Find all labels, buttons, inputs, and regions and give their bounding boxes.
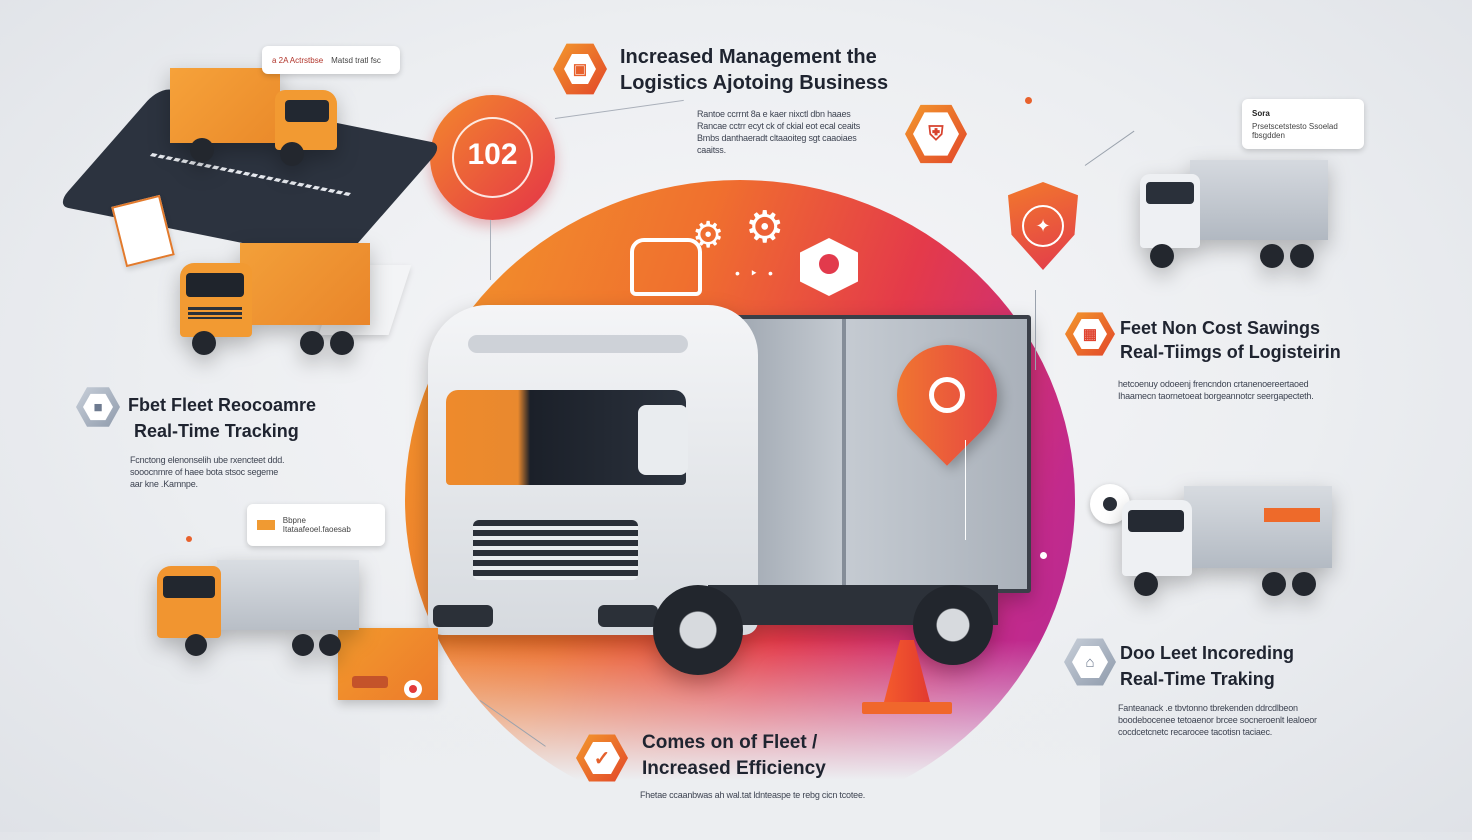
shield-badge: ⛨ — [905, 104, 967, 164]
truck-icon — [180, 243, 370, 355]
dots-icon: • ‣ • — [735, 265, 776, 281]
accent-dot — [1040, 552, 1047, 559]
gear-icon: ⚙ — [745, 203, 785, 252]
top-paragraph: Rantoe ccrrnt 8a e kaer nixctl dbn haaes… — [697, 109, 861, 155]
checkmark-icon: ✓ — [584, 742, 620, 774]
right-section2-heading: Doo Leet Incoreding Real-Time Traking — [1120, 643, 1295, 689]
left-card-mid: Bbpne Itataafeoel.faoesab — [247, 504, 385, 546]
fleet-icon: ■ — [83, 393, 113, 421]
grille — [473, 520, 638, 580]
truck-icon — [1140, 160, 1328, 268]
truck-icon — [1122, 486, 1332, 596]
left-section-paragraph: Fcnctong elenonselih ube rxencteet ddd. … — [130, 455, 285, 489]
right-section1-paragraph: hetcoenuy odoeenj frencndon crtanenoeree… — [1118, 379, 1314, 401]
bottom-paragraph: Fhetae ccaanbwas ah wal.tat ldnteaspe te… — [640, 790, 866, 800]
warehouse-icon — [630, 238, 702, 296]
left-card-top: a 2A Actrstbse Matsd tratl fsc — [262, 46, 400, 74]
truck-cab — [428, 305, 758, 635]
shield-icon: ⛨ — [913, 112, 959, 156]
background-fade — [380, 640, 1100, 840]
warehouse-icon: ⌂ — [1072, 646, 1108, 678]
counter-value: 102 — [467, 138, 518, 171]
connector-line — [1084, 130, 1135, 166]
right-section1-heading: Feet Non Cost Sawings Real-Tiimgs of Log… — [1120, 318, 1341, 362]
warehouse-icon: ▣ — [564, 53, 596, 85]
accent-dot — [1025, 97, 1032, 104]
shield-icon: ✦ — [1022, 205, 1064, 247]
connector-line — [490, 220, 491, 280]
connector-line — [1035, 290, 1036, 370]
left-section-heading: Fbet Fleet Reocoamre Real-Time Tracking — [128, 395, 317, 441]
connector-line — [965, 440, 966, 540]
box-icon — [800, 238, 858, 296]
top-heading-line2: Logistics Ajotoing Business — [620, 72, 889, 94]
truck-icon — [157, 560, 359, 658]
central-truck — [408, 295, 1033, 705]
gear-icon: ⚙ — [692, 214, 725, 255]
counter-circle: 102 — [430, 95, 555, 220]
wheel — [913, 585, 993, 665]
package-box — [338, 628, 438, 700]
wheel — [653, 585, 743, 675]
connector-line — [554, 99, 684, 119]
security-shield: ✦ — [1008, 182, 1078, 270]
right-section2-paragraph: Fanteanack .e tbvtonno tbrekenden ddrcdl… — [1118, 703, 1317, 737]
fleet-badge: ■ — [76, 387, 120, 427]
truck-icon — [170, 68, 340, 178]
cargo-box — [718, 315, 1031, 593]
fleet-icon: ▦ — [1073, 318, 1107, 350]
cost-badge: ▦ — [1065, 312, 1115, 356]
top-heading: Increased Management the Logistics Ajoto… — [620, 44, 960, 96]
top-badge: ▣ — [553, 43, 607, 95]
traffic-cone — [862, 640, 952, 715]
bottom-heading: Comes on of Fleet / Increased Efficiency — [642, 732, 826, 779]
right-card-top: Sora Prsetscetstesto Ssoelad fbsgdden — [1242, 99, 1364, 149]
accent-dot — [186, 536, 192, 542]
efficiency-badge: ✓ — [576, 734, 628, 782]
top-heading-line1: Increased Management the — [620, 46, 877, 68]
